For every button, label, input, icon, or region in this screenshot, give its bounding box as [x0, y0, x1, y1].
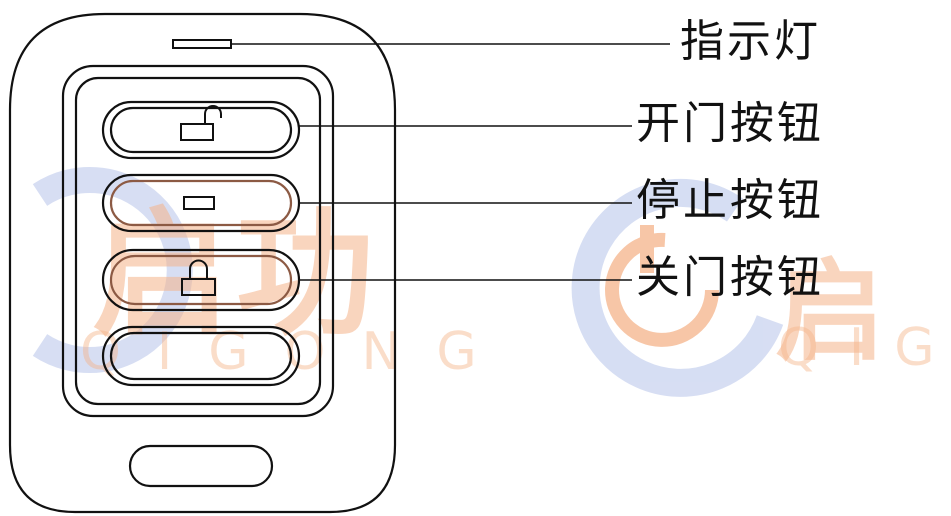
lock-icon	[181, 259, 216, 296]
watermark-ring-left	[32, 167, 193, 373]
device-outer-shell	[8, 12, 397, 514]
indicator-light	[172, 39, 232, 49]
close-button-label: 关门按钮	[636, 252, 824, 303]
watermark-ring-right	[571, 178, 784, 397]
open-button	[101, 100, 301, 160]
blank-button	[101, 325, 301, 387]
watermark-brand-cn-right: 启	[775, 248, 885, 376]
unlock-icon	[180, 105, 222, 141]
device-button-panel-outer	[61, 64, 335, 418]
stop-button	[101, 173, 301, 233]
open-button-label: 开门按钮	[636, 98, 824, 149]
device-button-panel-inner	[74, 76, 322, 406]
watermark-brand-en-right: QIG	[778, 318, 951, 378]
indicator-label: 指示灯	[680, 16, 821, 67]
bottom-slot	[128, 444, 274, 488]
stop-icon	[183, 196, 215, 210]
watermark-brand-cn: 启功	[92, 194, 381, 355]
stop-button-label: 停止按钮	[636, 175, 824, 226]
